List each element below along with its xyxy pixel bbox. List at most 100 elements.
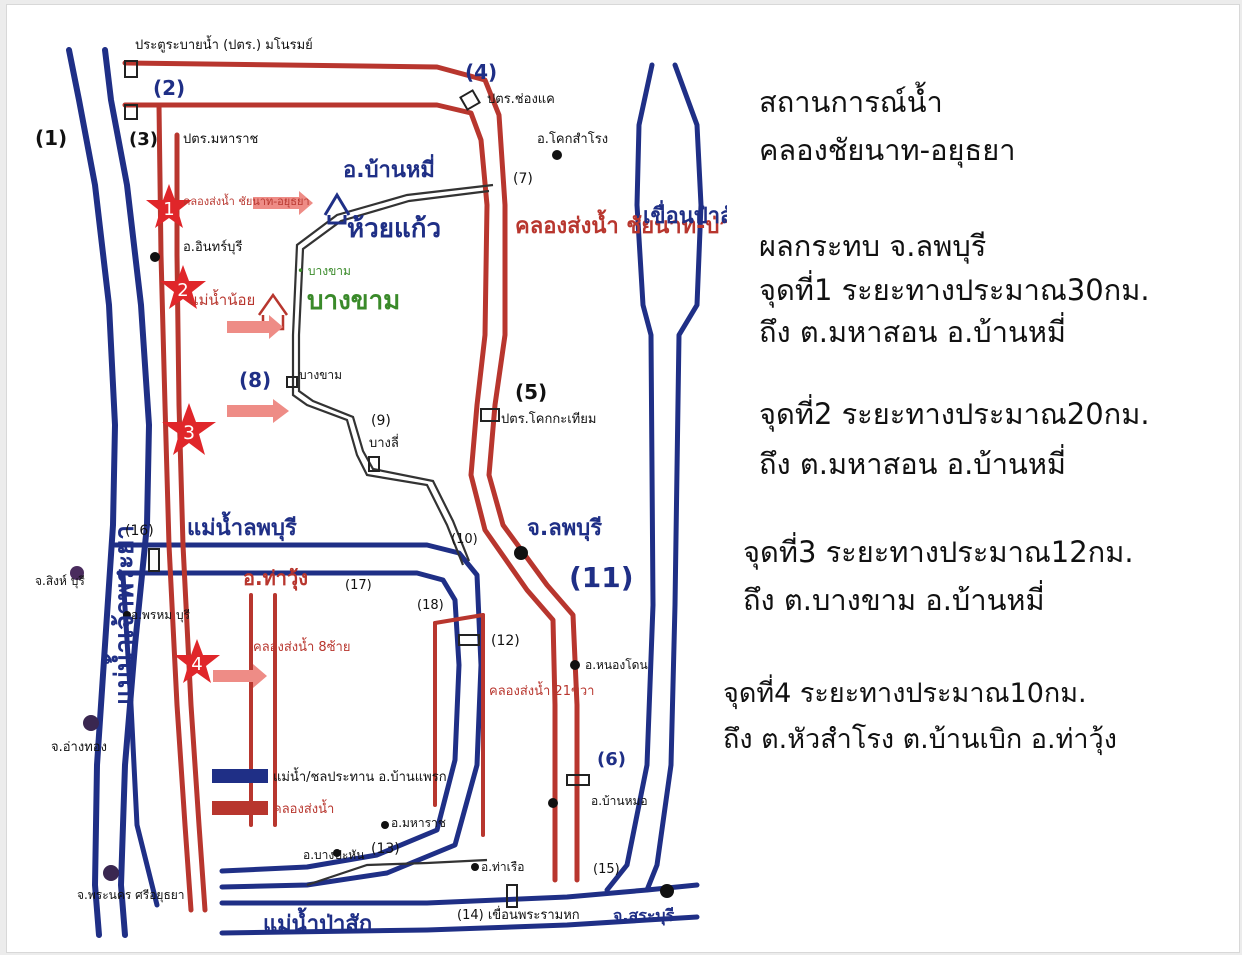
point-2: จุดที่2 ระยะทางประมาณ20กม. ถึง ต.มหาสอน … [759, 395, 1150, 483]
star-marker-2: 2 [160, 265, 206, 309]
point-3: จุดที่3 ระยะทางประมาณ12กม. ถึง ต.บางขาม … [743, 533, 1134, 619]
river-lines [66, 47, 704, 938]
point-2-line-2: ถึง ต.มหาสอน อ.บ้านหมี่ [759, 447, 1067, 481]
label-gate-chonglaek: ปตร.ช่องแค [487, 92, 555, 107]
label-ban-mo: อ.บ้านหมอ [591, 794, 648, 808]
label-bang-kham: บางขาม [307, 286, 400, 316]
label-lopburi-prov: จ.ลพบุรี [527, 516, 602, 542]
label-chao-phraya: แม่น้ำเจ้าพระยา [104, 525, 140, 705]
label-n10: (10) [451, 532, 478, 547]
label-n4: (4) [465, 60, 497, 84]
label-bang-li: บางลี่ [369, 434, 399, 451]
canal-21-link [433, 613, 485, 625]
canal-west-outer [156, 102, 194, 913]
star-marker-4: 4 [174, 639, 220, 683]
label-bang-kham-small: • บางขาม [297, 264, 351, 278]
road-lower [306, 858, 488, 887]
label-phrom-buri: อ.พรหม บุรี [131, 608, 191, 623]
gate-marks [124, 60, 590, 908]
marker-number: 2 [177, 280, 188, 301]
label-huai-kaeo: ห้วยแก้ว [347, 214, 441, 244]
label-n13: (13) [371, 841, 400, 857]
house-icon [323, 192, 351, 225]
lopburi-river-top [112, 542, 484, 890]
label-tha-ruea: อ.ท่าเรือ [481, 860, 524, 874]
label-n9: (9) [371, 413, 391, 429]
canal-west-inner [174, 132, 208, 913]
label-n5: (5) [515, 380, 547, 404]
label-canal-chainat-ayutthaya: คลองส่งน้ำ ชัยนาท-อยุธยา [183, 193, 310, 208]
label-tha-wung: อ.ท่าวุ้ง [243, 566, 308, 591]
label-ban-mi: อ.บ้านหมี่ [343, 153, 435, 183]
road-lines [291, 183, 494, 887]
arrow-icon [227, 315, 283, 339]
label-n2: (2) [153, 76, 185, 100]
pasak-dam-right [644, 62, 704, 893]
point-1-line-1: จุดที่1 ระยะทางประมาณ30กม. [759, 273, 1150, 307]
water-map: 1 2 3 4 ประตูระบายน้ำ (ปตร.) มโนรมย์ (2)… [35, 35, 727, 938]
lower-river-left [120, 572, 160, 908]
arrow-icon [213, 664, 267, 688]
label-nong-don: อ.หนองโดน [585, 658, 648, 672]
label-n12: (12) [491, 633, 520, 649]
label-canal-8: คลองส่งน้ำ 8ซ้าย [253, 637, 350, 655]
pasak-dam-left [604, 62, 656, 893]
label-saraburi: จ.สระบุรี [613, 906, 675, 926]
marker-number: 1 [163, 199, 174, 220]
point-1-line-2: ถึง ต.มหาสอน อ.บ้านหมี่ [759, 315, 1067, 349]
label-legend-river: แม่น้ำ/ชลประทาน อ.บ้านแพรก [273, 767, 447, 785]
point-2-line-1: จุดที่2 ระยะทางประมาณ20กม. [759, 397, 1150, 431]
label-n6: (6) [597, 749, 626, 770]
chao-phraya-river-left [66, 47, 118, 938]
label-n16: (16) [125, 523, 154, 539]
label-khok-samrong: อ.โคกสำโรง [537, 131, 608, 147]
label-in-buri: อ.อินทร์บุรี [183, 239, 242, 255]
lopburi-river-bottom [116, 570, 462, 874]
label-n15: (15) [593, 862, 620, 877]
info-title: สถานการณ์น้ำ คลองชัยนาท-อยุธยา [759, 83, 1016, 169]
label-n11: (11) [569, 561, 634, 594]
label-gate-khok-kathiam: ปตร.โคกกะเทียม [501, 411, 596, 427]
label-n3: (3) [129, 129, 158, 150]
noi-river-line-1 [291, 183, 494, 566]
noi-river-line-2 [297, 189, 490, 562]
arrow-icon [227, 399, 289, 423]
title-line-1: สถานการณ์น้ำ [759, 85, 943, 119]
star-marker-1: 1 [146, 184, 192, 228]
label-sing-buri: จ.สิงห์ บุรี [35, 574, 85, 589]
label-canal-21: คลองส่งน้ำ 21ขวา [489, 681, 594, 699]
star-marker-3: 3 [162, 403, 216, 455]
label-n14: (14) เขื่อนพระรามหก [457, 906, 580, 923]
label-lopburi-river: แม่น้ำลพบุรี [187, 511, 297, 542]
arrows [213, 191, 313, 688]
point-3-line-1: จุดที่3 ระยะทางประมาณ12กม. [743, 535, 1134, 569]
arrow-icon [253, 191, 313, 215]
label-gate-maharaj: ปตร.มหาราช [183, 132, 259, 147]
label-n17: (17) [345, 578, 372, 593]
marker-number: 3 [183, 422, 195, 444]
map-labels: ประตูระบายน้ำ (ปตร.) มโนรมย์ (2) (1) (3)… [35, 35, 727, 937]
pasak-river-bottom [219, 914, 700, 936]
chao-phraya-river-right [102, 47, 152, 938]
impact-heading-text: ผลกระทบ จ.ลพบุรี [759, 229, 987, 263]
label-legend-canal: คลองส่งน้ำ [273, 799, 334, 817]
point-4-line-2: ถึง ต.หัวสำโรง ต.บ้านเบิก อ.ท่าวุ้ง [723, 724, 1117, 755]
point-4: จุดที่4 ระยะทางประมาณ10กม. ถึง ต.หัวสำโร… [723, 675, 1117, 759]
label-bang-pahan: อ.บางปะหัน [303, 848, 364, 862]
label-n1: (1) [35, 126, 67, 150]
image-frame: 1 2 3 4 ประตูระบายน้ำ (ปตร.) มโนรมย์ (2)… [6, 4, 1240, 953]
point-4-line-1: จุดที่4 ระยะทางประมาณ10กม. [723, 678, 1087, 709]
canal-top-outer [122, 60, 580, 883]
district-dots [70, 150, 674, 898]
canal-top-inner [122, 102, 558, 883]
marker-number: 4 [191, 654, 202, 675]
label-n7: (7) [513, 171, 533, 187]
canal-lines [122, 60, 580, 913]
label-pasak-river: แม่น้ำป่าสัก [263, 907, 372, 937]
label-ayutthaya: จ.พระนคร ศรีอยุธยา [77, 888, 185, 903]
label-n8: (8) [239, 368, 271, 392]
label-gate-manorom: ประตูระบายน้ำ (ปตร.) มโนรมย์ [135, 35, 313, 53]
label-canal-chainat-pasak: คลองส่งน้ำ ชัยนาท-ป่าสัก [515, 209, 727, 239]
legend-river-swatch [212, 769, 268, 783]
label-noi-river: แม่น้ำน้อย [189, 289, 255, 309]
